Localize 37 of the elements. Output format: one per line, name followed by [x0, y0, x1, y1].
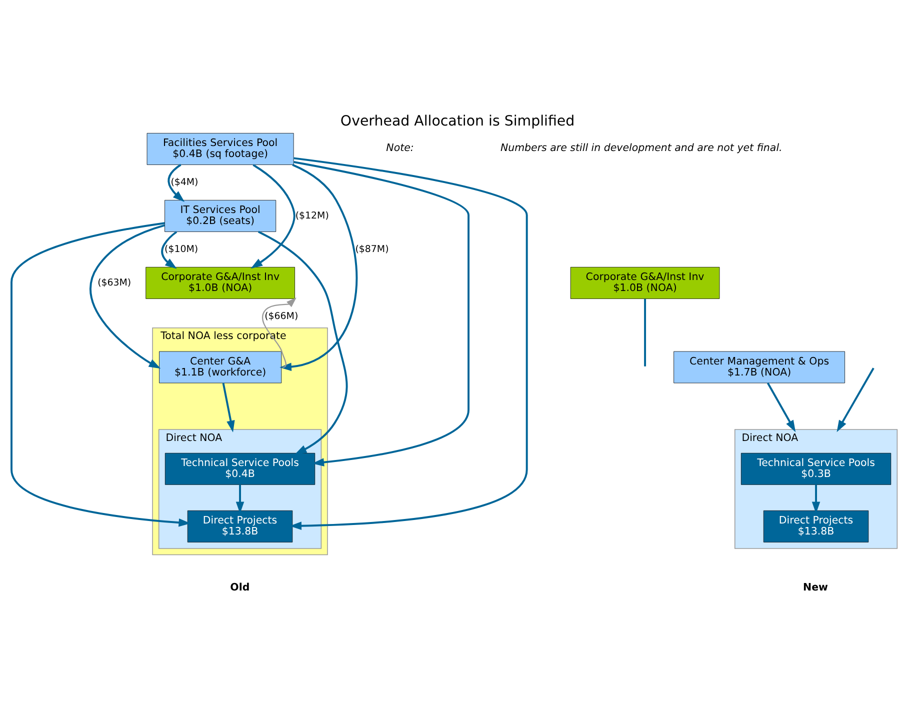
- arrow: [836, 367, 874, 432]
- edge-label: ($12M): [295, 210, 329, 221]
- node-box: Corporate G&A/Inst Inv $1.0B (NOA): [570, 266, 720, 298]
- edge-label: ($63M): [98, 276, 132, 288]
- node-box: Corporate G&A/Inst Inv $1.0B (NOA): [146, 266, 295, 298]
- arrow: [262, 296, 296, 368]
- arrow: [236, 484, 244, 514]
- edge-label: ($66M): [264, 310, 298, 322]
- arrow: [168, 163, 185, 202]
- node-box: Direct Projects $13.8B: [763, 510, 869, 542]
- node-box: Center G&A $1.1B (workforce): [159, 350, 282, 383]
- arrow: [222, 382, 235, 432]
- arrow: [290, 156, 528, 530]
- arrow: [280, 163, 358, 370]
- arrow: [250, 164, 296, 268]
- edge-label: ($10M): [164, 243, 198, 254]
- node-box: Direct Projects $13.8B: [187, 510, 293, 542]
- label: Note:: [386, 141, 414, 154]
- label: Numbers are still in development and are not yet final.: [500, 141, 782, 154]
- node-box: Facilities Services Pool $0.4B (sq footage): [146, 132, 294, 164]
- arrow: [766, 382, 796, 432]
- arrow: [812, 484, 820, 514]
- arrow: [161, 230, 178, 268]
- arrow: [258, 230, 348, 454]
- arrow: [10, 222, 191, 526]
- connector: [644, 298, 646, 366]
- node-box: Technical Service Pools $0.4B: [164, 452, 316, 484]
- node-box: Technical Service Pools $0.3B: [740, 452, 892, 484]
- label: New: [803, 581, 828, 594]
- diagram-title: Overhead Allocation is Simplified: [340, 113, 575, 130]
- arrow: [90, 224, 165, 368]
- arrow: [294, 160, 470, 466]
- node-box: IT Services Pool $0.2B (seats): [164, 200, 276, 232]
- edge-label: ($87M): [355, 243, 389, 254]
- edge-label: ($4M): [170, 176, 198, 188]
- label: Old: [230, 581, 250, 594]
- node-box: Center Management & Ops $1.7B (NOA): [674, 350, 845, 383]
